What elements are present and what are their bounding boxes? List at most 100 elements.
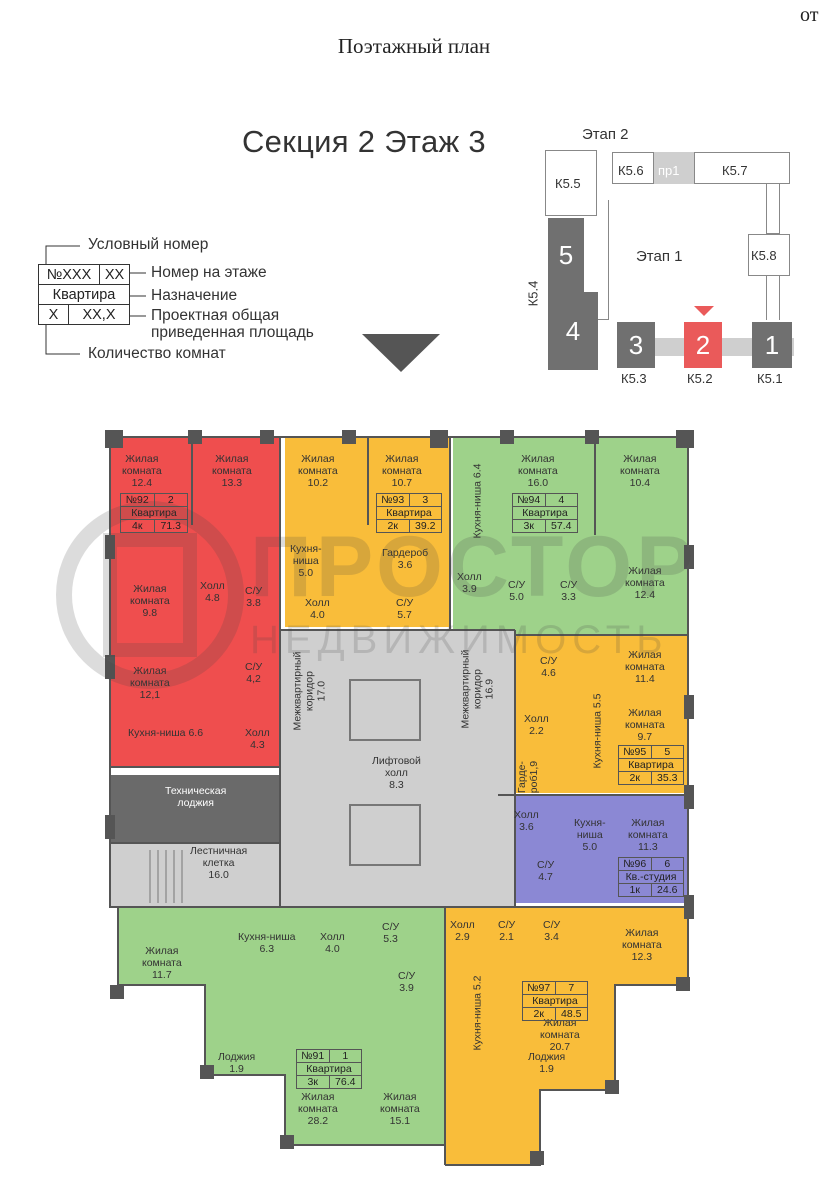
building-k5-7 <box>694 152 790 184</box>
legend-label-area-1: Проектная общая <box>151 307 280 324</box>
apartment-94-area <box>453 437 688 635</box>
section-3: 3 <box>617 322 655 368</box>
apartment-92-area <box>110 437 280 767</box>
section-1: 1 <box>752 322 792 368</box>
down-arrow-icon <box>362 334 440 372</box>
legend-sample-area: XX,X <box>68 304 130 325</box>
apartment-91-area <box>118 907 445 1145</box>
legend-sample-purpose: Квартира <box>38 284 130 305</box>
floor-plan-shapes <box>105 430 694 1166</box>
corridor-area <box>280 630 515 907</box>
k5-8-label: К5.8 <box>751 248 777 263</box>
k5-1-label: К5.1 <box>757 371 783 386</box>
legend-sample-rooms: X <box>38 304 69 325</box>
stage1-label: Этап 1 <box>636 248 683 265</box>
legend-label-floor-no: Номер на этаже <box>151 264 267 281</box>
k5-4-label: К5.4 <box>525 280 541 307</box>
legend-sample-floor-no: XX <box>99 264 130 285</box>
apartment-97-area <box>445 907 688 1165</box>
building-k5-8 <box>748 234 790 276</box>
section-2-active: 2 <box>684 322 722 368</box>
k5-7-label: К5.7 <box>722 163 748 178</box>
technical-loggia-area <box>110 775 280 843</box>
k5-2-label: К5.2 <box>687 371 713 386</box>
section-4: 4 <box>548 292 598 370</box>
room-label: Кухня-ниша 5.5 <box>591 693 604 769</box>
legend-label-rooms: Количество комнат <box>88 345 226 362</box>
legend-connector-lines <box>45 245 440 372</box>
room-label: Кухня-ниша 6.6 <box>128 727 204 739</box>
building-link <box>766 184 780 234</box>
room-label: Гарде-роб1,9 <box>516 760 541 794</box>
building-connector <box>597 200 609 320</box>
pr1-label: пр1 <box>658 163 680 178</box>
k5-3-label: К5.3 <box>621 371 647 386</box>
current-section-marker-icon <box>694 306 714 316</box>
room-label: Кухня-ниша 5.2 <box>471 975 484 1051</box>
legend-label-number: Условный номер <box>88 236 209 253</box>
legend-sample-number: №XXX <box>38 264 100 285</box>
k5-5-label: К5.5 <box>555 176 581 191</box>
building-k5-5 <box>545 150 597 216</box>
legend-label-purpose: Назначение <box>151 287 238 304</box>
corner-text: от <box>800 4 819 26</box>
building-pr1 <box>654 152 694 184</box>
stair-area <box>110 843 280 907</box>
apartment-95-area <box>515 635 688 793</box>
section-floor-title: Секция 2 Этаж 3 <box>242 124 486 159</box>
building-link-2 <box>766 276 780 320</box>
k5-6-label: К5.6 <box>618 163 644 178</box>
legend-label-area-2: приведенная площадь <box>151 324 314 341</box>
